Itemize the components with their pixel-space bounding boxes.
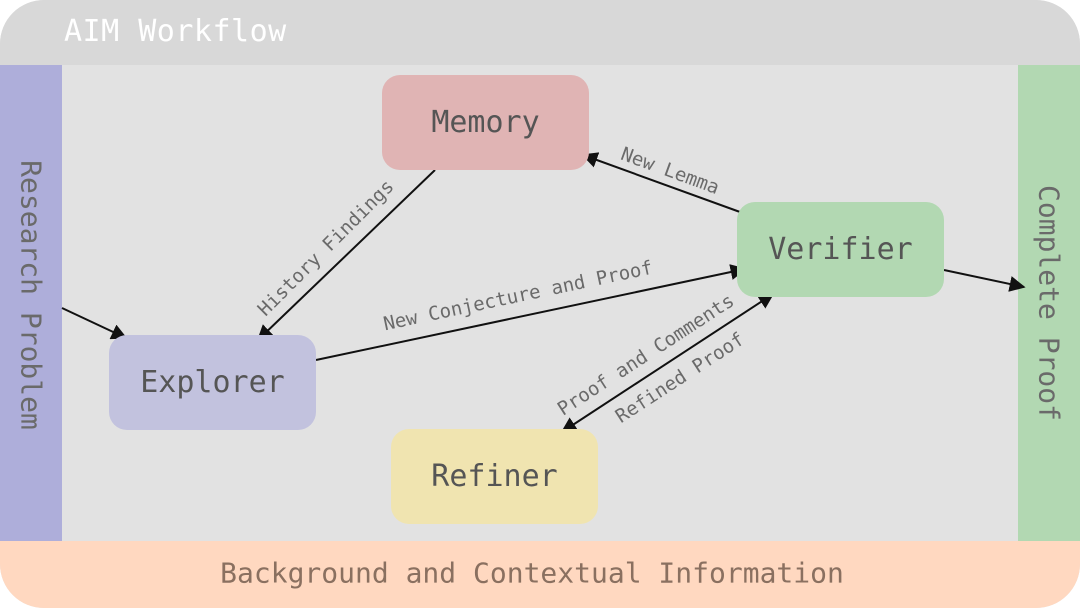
header-bar <box>0 0 1080 65</box>
background-label: Background and Contextual Information <box>220 556 844 590</box>
arrow-verifier-refiner <box>560 293 775 433</box>
complete-proof-panel <box>1018 65 1080 541</box>
arrow-problem-to-explorer <box>61 307 128 340</box>
background-panel <box>0 541 1080 608</box>
memory-node: Memory <box>382 75 589 170</box>
arrow-memory-to-explorer <box>256 169 436 342</box>
verifier-node: Verifier <box>737 202 944 297</box>
research-problem-panel <box>0 65 62 541</box>
diagram-title: AIM Workflow <box>64 14 287 49</box>
refiner-node: Refiner <box>391 429 598 524</box>
arrow-verifier-to-proof <box>943 269 1026 292</box>
arrow-verifier-to-memory <box>581 152 741 213</box>
arrow-explorer-to-verifier <box>315 264 747 361</box>
explorer-node: Explorer <box>109 335 316 430</box>
